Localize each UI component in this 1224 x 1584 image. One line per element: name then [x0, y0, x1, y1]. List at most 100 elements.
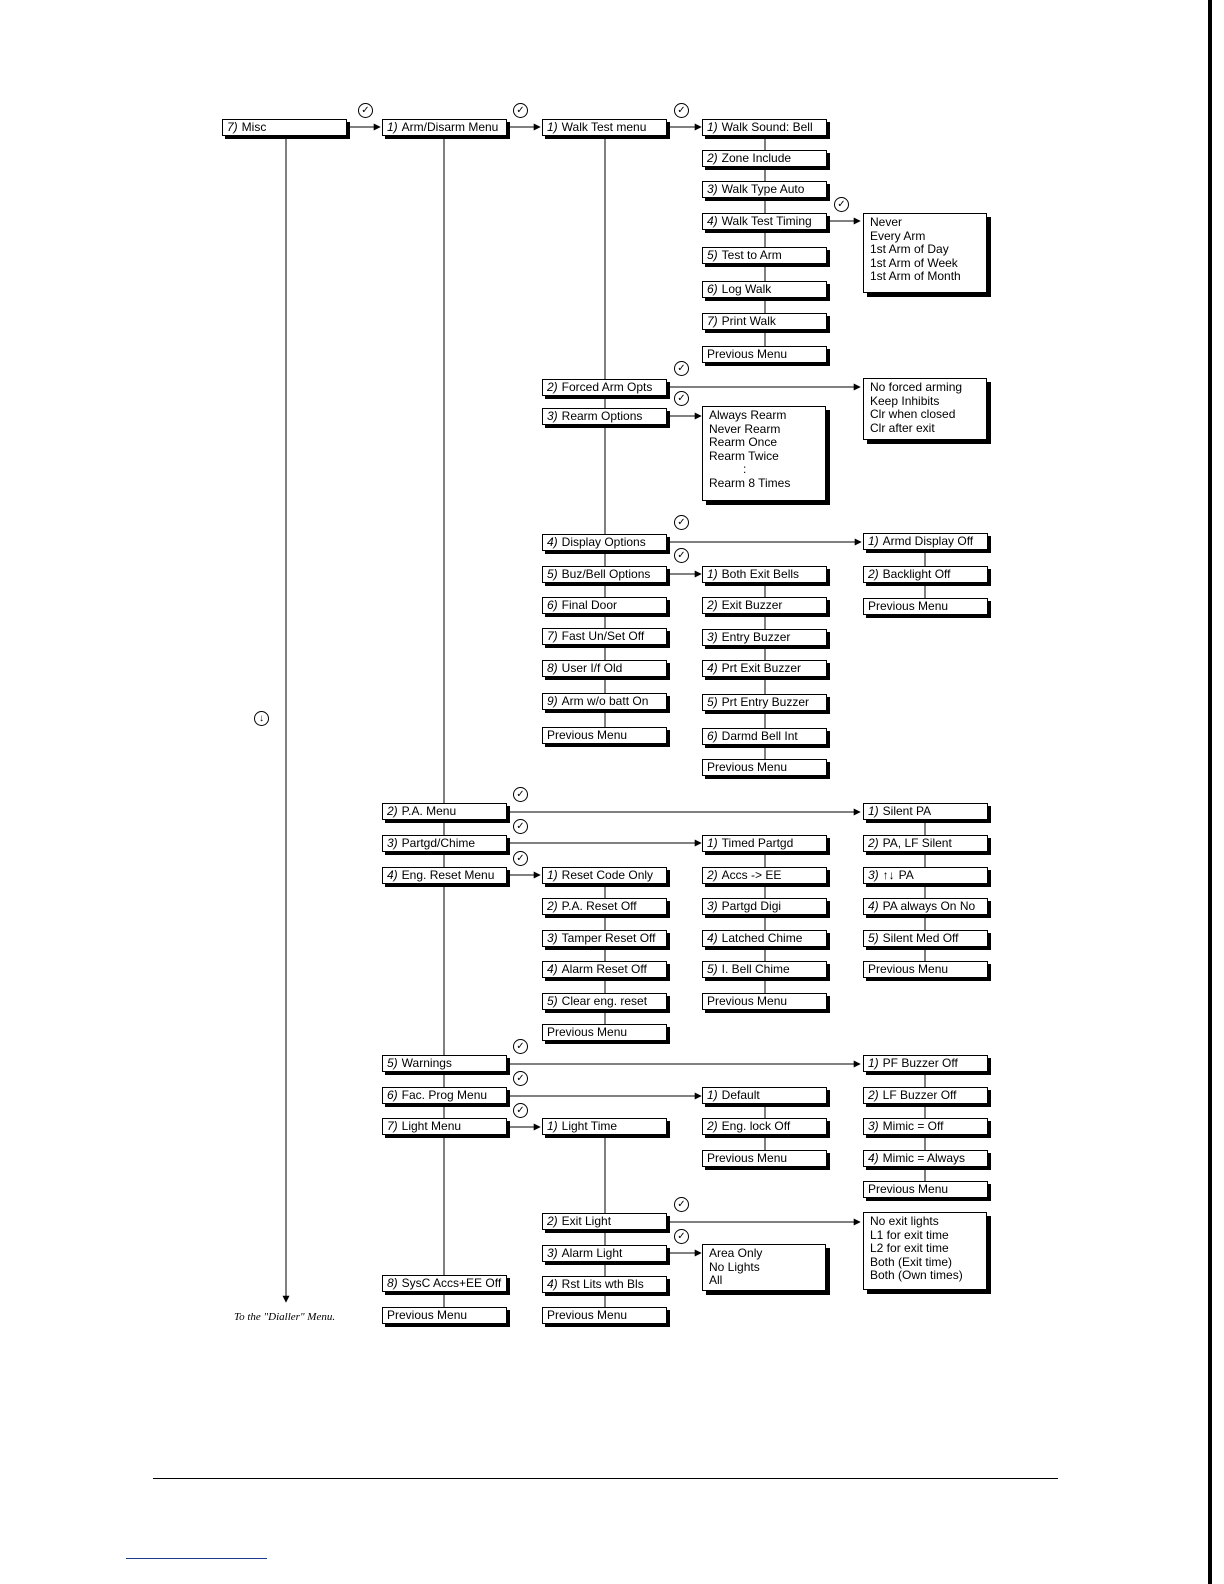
- menu-box-walk-type: 3)Walk Type Auto: [702, 181, 827, 198]
- menu-box-both-exit-bells: 1)Both Exit Bells: [702, 566, 827, 583]
- menu-box-buz-previous: Previous Menu: [702, 759, 827, 776]
- menu-box-number: 3): [707, 630, 718, 644]
- menu-box-number: 1): [547, 120, 558, 134]
- menu-box-label: Forced Arm Opts: [561, 380, 653, 394]
- page-edge-bar: [1208, 0, 1212, 1584]
- menu-box-final-door: 6)Final Door: [542, 597, 667, 614]
- menu-box-number: 1): [707, 836, 718, 850]
- menu-box-label: Rearm Options: [561, 409, 643, 423]
- option-line: L1 for exit time: [870, 1227, 949, 1242]
- menu-box-label: Previous Menu: [707, 994, 788, 1008]
- menu-box-reset-previous: Previous Menu: [542, 1024, 667, 1041]
- menu-box-label: Previous Menu: [707, 347, 788, 361]
- option-line: 1st Arm of Day: [870, 242, 949, 257]
- menu-box-number: 6): [707, 282, 718, 296]
- option-line: Keep Inhibits: [870, 393, 940, 408]
- menu-box-number: 4): [707, 931, 718, 945]
- menu-box-arm-disarm: 1)Arm/Disarm Menu: [382, 119, 507, 136]
- menu-box-timed-partgd: 1)Timed Partgd: [702, 835, 827, 852]
- option-line: Clr when closed: [870, 407, 956, 422]
- checkmark-icon: ✓: [358, 103, 373, 118]
- menu-box-label: Silent PA: [882, 804, 932, 818]
- menu-box-number: 5): [707, 962, 718, 976]
- menu-box-number: 5): [868, 931, 879, 945]
- menu-box-alarm-light: 3)Alarm Light: [542, 1245, 667, 1262]
- menu-box-armd-display: 1)Armd Display Off: [863, 533, 988, 550]
- menu-box-warnings: 5)Warnings: [382, 1055, 507, 1072]
- menu-box-label: Latched Chime: [721, 931, 803, 945]
- checkmark-icon: ✓: [674, 1197, 689, 1212]
- option-line-ellipsis: :: [743, 462, 747, 477]
- menu-box-number: 4): [547, 962, 558, 976]
- menu-box-label: Previous Menu: [547, 1308, 628, 1322]
- menu-box-label: Prt Exit Buzzer: [721, 661, 802, 675]
- menu-box-label: Darmd Bell Int: [721, 729, 798, 743]
- option-line: L2 for exit time: [870, 1241, 949, 1256]
- menu-box-number: 4): [707, 661, 718, 675]
- menu-box-walk-test: 1)Walk Test menu: [542, 119, 667, 136]
- menu-box-light-menu: 7)Light Menu: [382, 1118, 507, 1135]
- option-line: No exit lights: [870, 1214, 939, 1228]
- menu-box-silent-pa: 1)Silent PA: [863, 803, 988, 820]
- up-down-arrows-icon: ↑↓: [882, 868, 895, 882]
- menu-box-number: 3): [547, 409, 558, 423]
- menu-box-label: Final Door: [561, 598, 618, 612]
- menu-box-darmd-bell: 6)Darmd Bell Int: [702, 728, 827, 745]
- menu-box-fast-unset: 7)Fast Un/Set Off: [542, 628, 667, 645]
- menu-box-number: 1): [707, 120, 718, 134]
- checkmark-icon: ✓: [674, 515, 689, 530]
- menu-box-label: Reset Code Only: [561, 868, 654, 882]
- menu-box-number: 4): [868, 1151, 879, 1165]
- menu-box-backlight: 2)Backlight Off: [863, 566, 988, 583]
- checkmark-icon: ✓: [513, 103, 528, 118]
- menu-box-label: Prt Entry Buzzer: [721, 695, 810, 709]
- menu-box-pa-lf-silent: 2)PA, LF Silent: [863, 835, 988, 852]
- menu-box-number: 2): [868, 567, 879, 581]
- menu-box-test-to-arm: 5)Test to Arm: [702, 247, 827, 264]
- menu-box-label: Log Walk: [721, 282, 772, 296]
- menu-box-log-walk: 6)Log Walk: [702, 281, 827, 298]
- options-panel-forced-arm: No forced arming Keep Inhibits Clr when …: [863, 378, 987, 440]
- menu-box-number: 5): [547, 567, 558, 581]
- menu-box-number: 2): [707, 151, 718, 165]
- menu-box-number: 5): [387, 1056, 398, 1070]
- menu-box-label: Test to Arm: [721, 248, 782, 262]
- menu-box-label: Previous Menu: [707, 1151, 788, 1165]
- menu-box-label: User I/f Old: [561, 661, 623, 675]
- menu-box-label: Previous Menu: [547, 728, 628, 742]
- menu-box-number: 2): [547, 899, 558, 913]
- menu-box-number: 2): [707, 868, 718, 882]
- option-line: Every Arm: [870, 228, 926, 243]
- menu-box-label: Light Menu: [401, 1119, 462, 1133]
- menu-box-label: Eng. Reset Menu: [401, 868, 495, 882]
- menu-box-label: Clear eng. reset: [561, 994, 648, 1008]
- option-line: Both (Exit time): [870, 1254, 953, 1269]
- option-line: No forced arming: [870, 380, 963, 394]
- menu-box-number: 6): [387, 1088, 398, 1102]
- menu-box-number: 2): [707, 598, 718, 612]
- menu-box-clear-eng-reset: 5)Clear eng. reset: [542, 993, 667, 1010]
- menu-box-label: SysC Accs+EE Off: [401, 1276, 502, 1290]
- menu-box-label: Rst Lits wth Bls: [561, 1277, 644, 1291]
- menu-box-number: 7): [387, 1119, 398, 1133]
- menu-box-label: Warnings: [401, 1056, 452, 1070]
- checkmark-icon: ✓: [674, 1229, 689, 1244]
- checkmark-icon: ✓: [513, 1103, 528, 1118]
- checkmark-icon: ✓: [834, 197, 849, 212]
- menu-box-number: 2): [547, 1214, 558, 1228]
- menu-box-prt-exit-buzzer: 4)Prt Exit Buzzer: [702, 660, 827, 677]
- menu-box-label: Eng. lock Off: [721, 1119, 791, 1133]
- menu-box-number: 1): [868, 1056, 879, 1070]
- menu-box-label: Walk Sound: Bell: [721, 120, 813, 134]
- menu-box-label: Display Options: [561, 535, 646, 549]
- menu-box-label: Previous Menu: [547, 1025, 628, 1039]
- option-line: Never: [870, 215, 903, 229]
- menu-box-alarm-reset-off: 4)Alarm Reset Off: [542, 961, 667, 978]
- menu-box-main-previous: Previous Menu: [382, 1307, 507, 1324]
- menu-box-label: Exit Buzzer: [721, 598, 783, 612]
- menu-box-arm-wo-batt: 9)Arm w/o batt On: [542, 693, 667, 710]
- menu-box-user-if: 8)User I/f Old: [542, 660, 667, 677]
- menu-box-display-options: 4)Display Options: [542, 534, 667, 551]
- menu-box-number: 2): [707, 1119, 718, 1133]
